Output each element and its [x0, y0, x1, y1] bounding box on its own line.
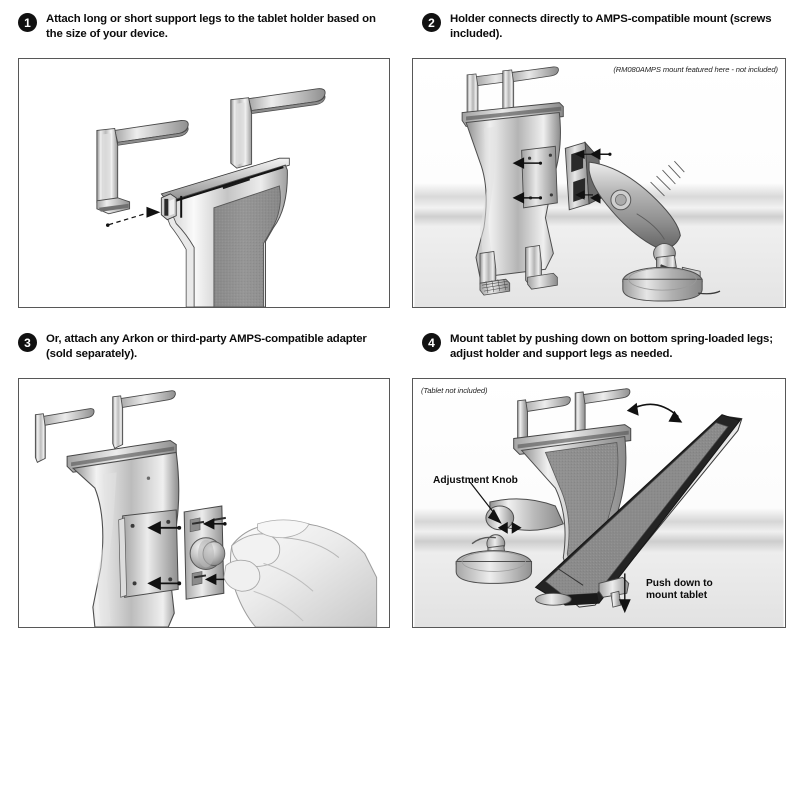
step-2-instruction-text: Holder connects directly to AMPS-compati… [450, 13, 772, 41]
step-4-illustration-panel: (Tablet not included) Adjustment Knob Pu… [412, 378, 786, 628]
step-1-instruction-text: Attach long or short support legs to the… [46, 13, 376, 41]
tablet-device [534, 414, 743, 608]
hand-illustration [223, 519, 378, 627]
step-2: 2 Holder connects directly to AMPS-compa… [404, 0, 800, 320]
illustration-tablet-mounted [414, 379, 784, 627]
attach-direction-arrow [105, 206, 161, 227]
step-3-instruction-text: Or, attach any Arkon or third-party AMPS… [46, 333, 367, 361]
step-1: 1 Attach long or short support legs to t… [0, 0, 404, 320]
illustration-adapter-attachment [19, 379, 389, 627]
step-1-illustration-panel [18, 58, 390, 308]
detached-support-leg [96, 120, 189, 215]
step-2-number-badge: 2 [422, 13, 441, 32]
step-4-header: 4 Mount tablet by pushing down on bottom… [404, 320, 800, 378]
push-down-label-line-2: mount tablet [646, 590, 708, 602]
push-down-label: Push down to mount tablet [646, 578, 713, 602]
step-1-number-badge: 1 [18, 13, 37, 32]
tablet-holder-back [461, 66, 564, 296]
tablet-holder-body [160, 157, 290, 307]
adapter-direction-arrows [147, 521, 182, 591]
screw-direction-arrows [512, 148, 612, 204]
push-down-label-line-1: Push down to [646, 578, 713, 589]
step-4: 4 Mount tablet by pushing down on bottom… [404, 320, 800, 640]
step-3-illustration-panel [18, 378, 390, 628]
tilt-arrow [626, 402, 683, 423]
illustration-amps-mount-connection [414, 59, 784, 307]
attached-support-leg [230, 88, 326, 169]
adjustment-knob-leader [469, 481, 502, 524]
amps-adapter-plate [183, 505, 226, 600]
adjustment-knob-label: Adjustment Knob [433, 475, 518, 486]
step-4-instruction-text: Mount tablet by pushing down on bottom s… [450, 333, 773, 361]
step-4-caption: (Tablet not included) [421, 386, 488, 395]
step-4-number-badge: 4 [422, 333, 441, 352]
step-2-illustration-panel: (RM080AMPS mount featured here - not inc… [412, 58, 786, 308]
steps-grid: 1 Attach long or short support legs to t… [0, 0, 800, 640]
step-3-number-badge: 3 [18, 333, 37, 352]
step-3-header: 3 Or, attach any Arkon or third-party AM… [0, 320, 404, 378]
push-down-arrow [618, 573, 631, 614]
suction-cup-base [622, 266, 721, 302]
step-2-caption: (RM080AMPS mount featured here - not inc… [613, 65, 778, 74]
step-3: 3 Or, attach any Arkon or third-party AM… [0, 320, 404, 640]
bottom-spring-legs [535, 576, 630, 608]
step-1-header: 1 Attach long or short support legs to t… [0, 0, 404, 58]
step-2-header: 2 Holder connects directly to AMPS-compa… [404, 0, 800, 58]
illustration-holder-with-legs [19, 59, 389, 307]
